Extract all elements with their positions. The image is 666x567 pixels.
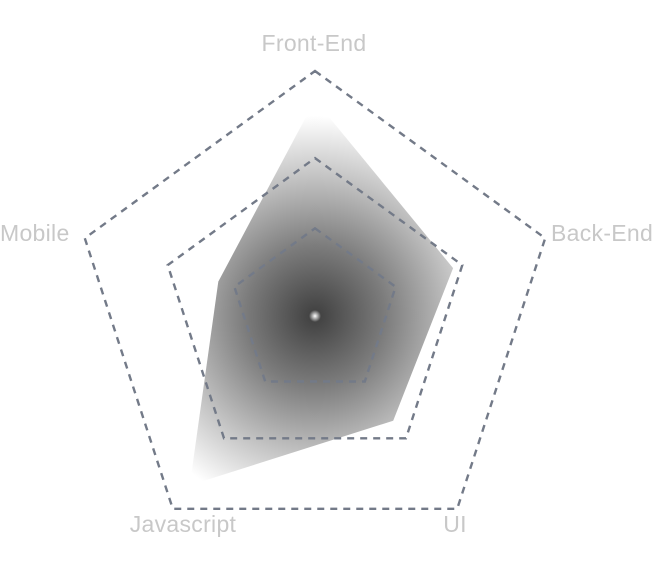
series-area-layer: [189, 100, 454, 486]
axis-label-back-end: Back-End: [551, 220, 653, 246]
grid-ring-2: [166, 156, 464, 440]
axis-label-ui: UI: [443, 511, 467, 537]
grid-layer: [83, 69, 547, 510]
series-area-1: [189, 100, 454, 486]
axis-label-javascript: Javascript: [130, 511, 237, 537]
axis-label-layer: Front-End Back-End UI Javascript Mobile: [0, 30, 653, 537]
axis-label-front-end: Front-End: [262, 30, 367, 56]
grid-ring-3: [83, 69, 547, 510]
axis-label-mobile: Mobile: [0, 220, 70, 246]
grid-ring-1: [232, 226, 398, 383]
